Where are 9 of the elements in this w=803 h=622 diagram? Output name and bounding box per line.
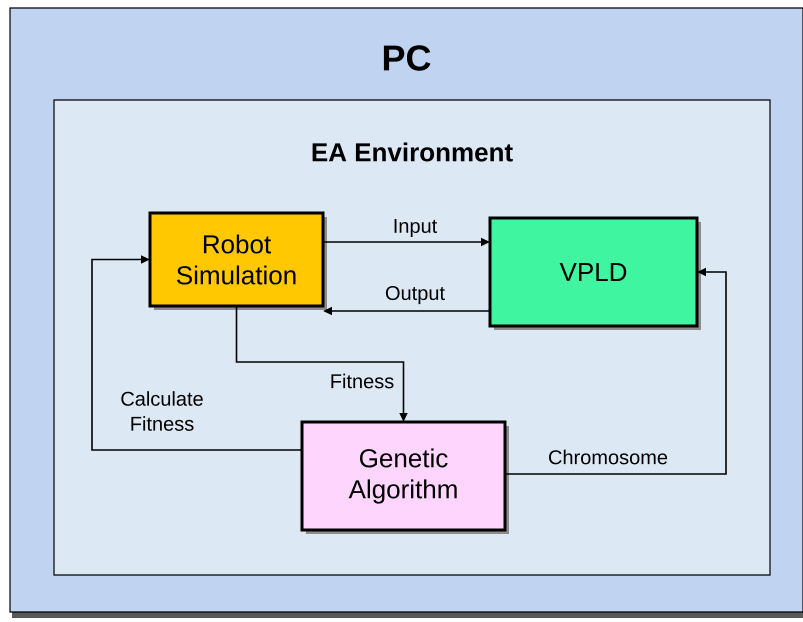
- edge-label: Calculate Fitness: [121, 391, 203, 431]
- edge-label: Fitness: [331, 374, 394, 388]
- process-box: VPLD: [488, 216, 701, 330]
- arrow: [91, 255, 302, 451]
- process-box: Robot Simulation: [148, 212, 327, 310]
- edge-label: Input: [394, 219, 438, 237]
- process-box: Genetic Algorithm: [300, 420, 509, 534]
- edge-label: Output: [386, 286, 445, 304]
- edge-label: Chromosome: [549, 450, 668, 464]
